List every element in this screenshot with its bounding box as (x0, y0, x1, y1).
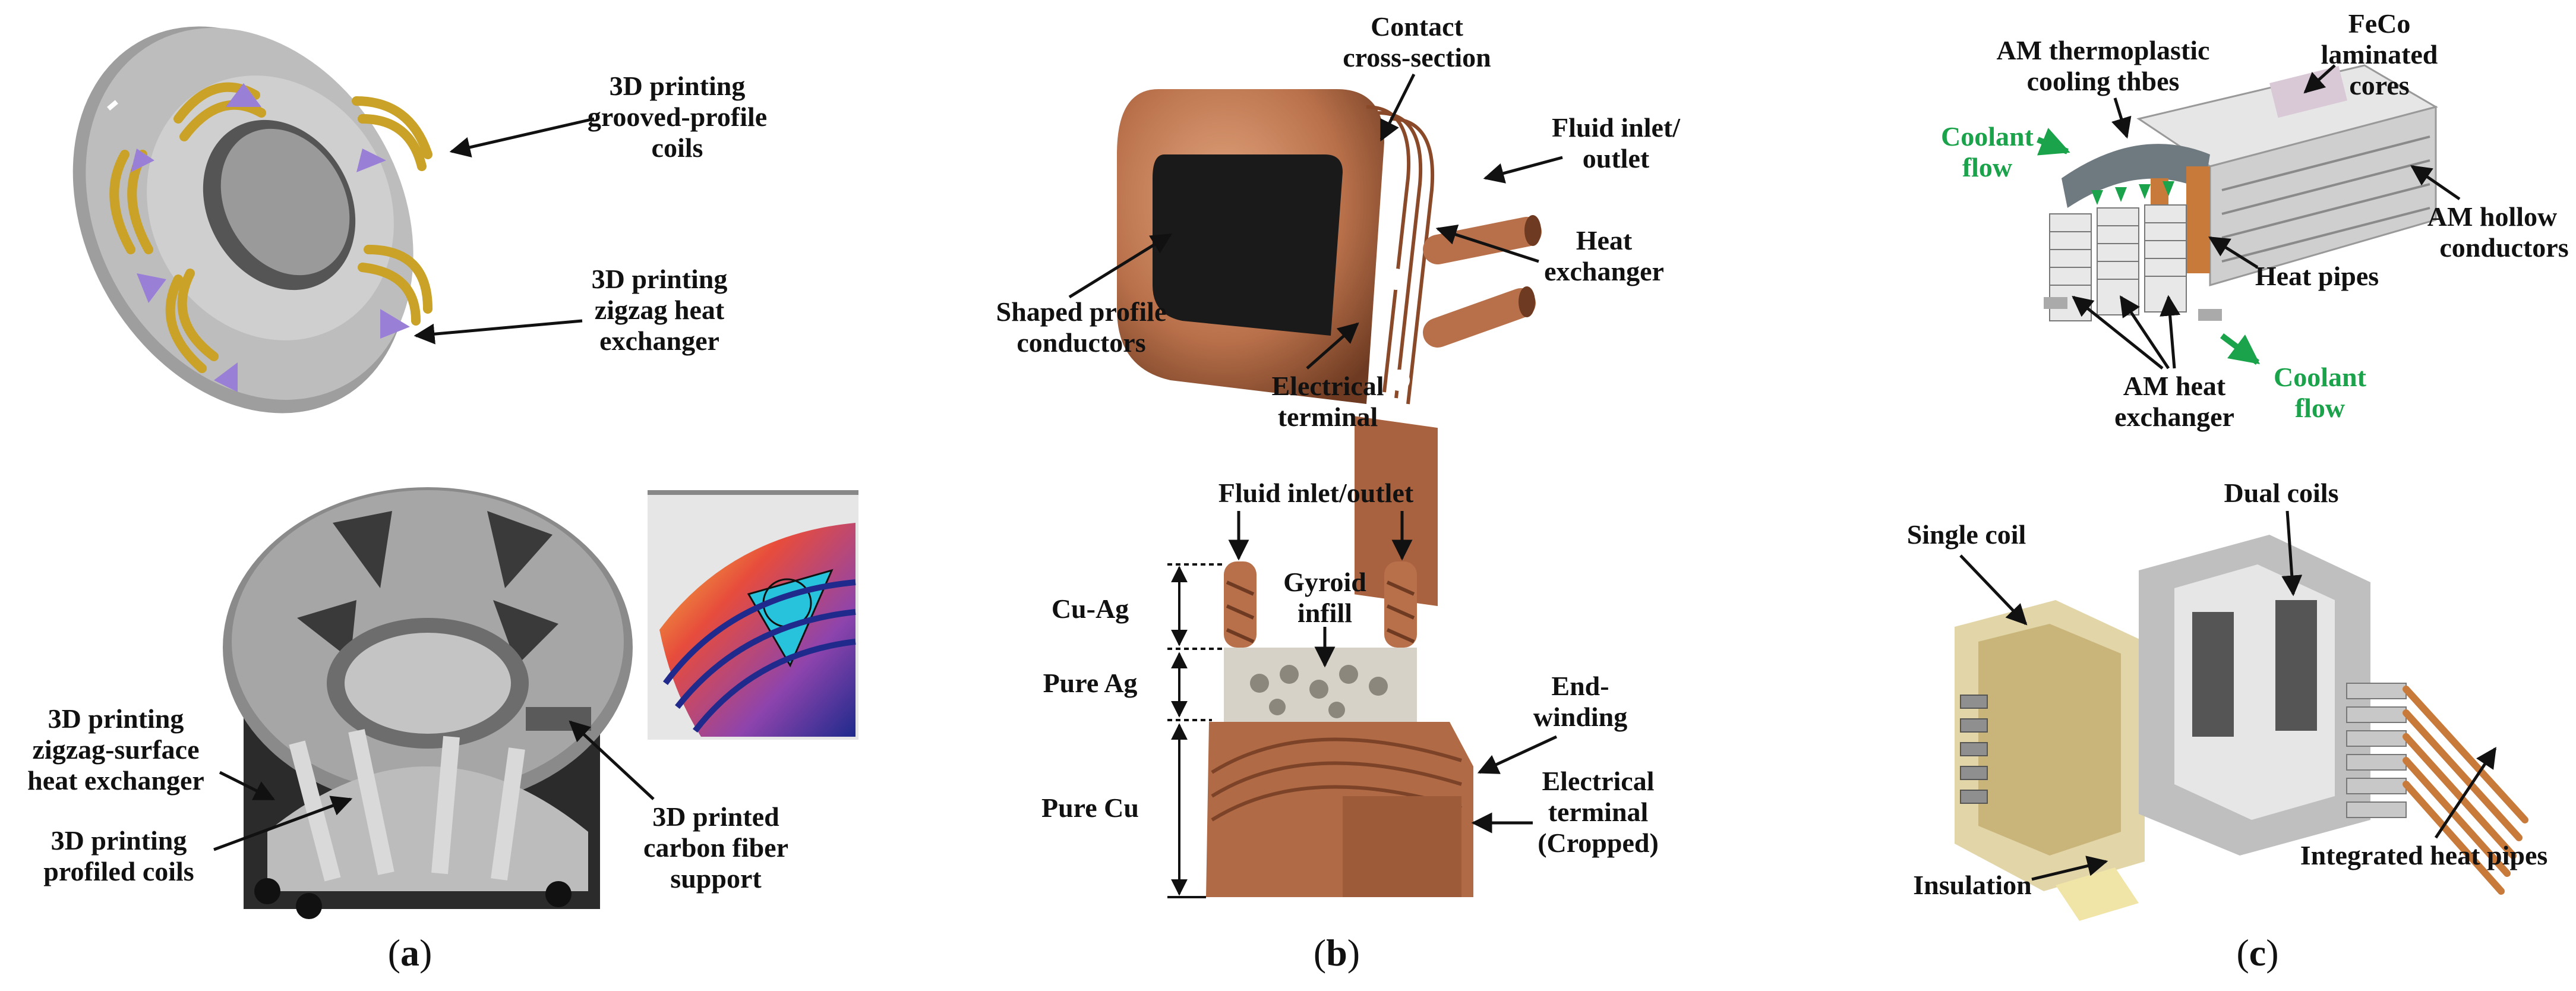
label-cuag: Cu-Ag (1052, 594, 1129, 624)
dimension-bars (1167, 563, 1224, 898)
label-carbon-1: 3D printed (652, 801, 779, 832)
arrow-amthermo (2111, 97, 2132, 139)
label-shaped-1: Shaped profile (996, 296, 1167, 327)
label-carbon-2: carbon fiber (643, 832, 788, 863)
label-amthermo-1: AM thermoplastic (1997, 35, 2210, 65)
label-zzsurf-2: zigzag-surface (33, 734, 200, 765)
arrow-coolant-out (2220, 333, 2260, 365)
label-coolant2-1: Coolant (2274, 362, 2367, 392)
label-amheat-1: AM heat (2123, 371, 2226, 401)
label-insulation: Insulation (1913, 870, 2031, 900)
label-grooved-1: 3D printing (610, 71, 746, 101)
label-fluid-1: Fluid inlet/ (1552, 112, 1681, 143)
label-dual: Dual coils (2224, 478, 2339, 508)
label-purecu: Pure Cu (1041, 793, 1139, 823)
zigzag-heat-exchanger (131, 83, 410, 392)
arrow-single (1959, 554, 2028, 626)
label-eterm-2: terminal (1548, 797, 1649, 827)
label-eterm-1: Electrical (1542, 766, 1654, 796)
arrow-endw (1477, 735, 1558, 774)
arrow-fluid (1483, 156, 1563, 184)
label-carbon-3: support (670, 863, 762, 894)
label-amheat-2: exchanger (2114, 402, 2234, 432)
panel-b: Contact cross-section Fluid inlet/ outle… (996, 11, 1681, 974)
label-feco-3: cores (2349, 70, 2409, 100)
cross-section-photo (1206, 561, 1473, 897)
caption-c: (c) (2236, 932, 2278, 974)
label-grooved-2: grooved-profile (588, 102, 767, 132)
label-integrated: Integrated heat pipes (2300, 840, 2548, 870)
panel-c: AM thermoplastic cooling thbes FeCo lami… (1907, 8, 2569, 974)
stator-render-top (72, 26, 433, 430)
label-endw-2: winding (1533, 702, 1628, 732)
label-amhollow-2: conductors (2439, 232, 2568, 263)
coils-render (1955, 535, 2528, 921)
label-fluid-2: outlet (1583, 143, 1650, 173)
arrow-coolant-in (2037, 128, 2070, 156)
panel-a: 3D printing grooved-profile coils 3D pri… (27, 26, 858, 974)
thermal-inset (648, 490, 858, 740)
copper-coil-render (1117, 89, 1542, 607)
arrow-profiled (213, 796, 353, 851)
arrow-amheat-2 (2119, 295, 2170, 370)
arrow-integrated (2434, 747, 2497, 839)
label-fluid-b: Fluid inlet/outlet (1218, 478, 1414, 508)
arrow-amheat-3 (2160, 295, 2181, 369)
label-gyroid-2: infill (1298, 598, 1352, 628)
arrow-carbon (569, 720, 655, 800)
label-zigzag-3: exchanger (599, 326, 719, 356)
label-profiled-1: 3D printing (51, 825, 187, 856)
label-contact-2: cross-section (1343, 42, 1491, 72)
arrow-contact (1379, 73, 1416, 142)
arrow-heat (1435, 225, 1539, 263)
label-heat-2: exchanger (1544, 256, 1664, 286)
label-eterm-3: (Cropped) (1538, 828, 1659, 858)
label-gyroid-1: Gyroid (1283, 567, 1366, 597)
label-elec-1: Electrical (1271, 371, 1384, 401)
label-grooved-3: coils (652, 132, 703, 163)
caption-a: (a) (388, 932, 433, 974)
arrow-insulation (2031, 856, 2108, 881)
label-zzsurf-1: 3D printing (48, 703, 184, 734)
label-zzsurf-3: heat exchanger (27, 765, 204, 796)
label-pureag: Pure Ag (1043, 668, 1138, 698)
label-zigzag-2: zigzag heat (595, 295, 725, 325)
arrow-zigzag (413, 319, 583, 345)
label-amthermo-2: cooling thbes (2027, 66, 2180, 96)
arrow-dual (2281, 510, 2303, 597)
label-feco-1: FeCo (2348, 8, 2411, 39)
arrow-zzsurf (219, 771, 276, 801)
label-elec-2: terminal (1278, 402, 1378, 432)
label-single: Single coil (1907, 519, 2026, 550)
machine-render (2044, 64, 2438, 321)
arrow-feco (2303, 64, 2336, 94)
label-endw-1: End- (1551, 671, 1609, 701)
label-coolant1-1: Coolant (1941, 121, 2034, 152)
arrow-heatpipes (2208, 236, 2259, 269)
arrow-amhollow (2410, 165, 2461, 201)
arrow-amheat-1 (2072, 295, 2164, 370)
arrow-grooved (449, 117, 595, 158)
label-coolant2-2: flow (2295, 393, 2345, 423)
label-coolant1-2: flow (1962, 152, 2012, 182)
label-amhollow-1: AM hollow (2427, 201, 2558, 232)
arrow-shaped (1068, 233, 1172, 299)
label-feco-2: laminated (2321, 39, 2438, 70)
label-profiled-2: profiled coils (43, 856, 194, 886)
arrow-elec (1306, 322, 1359, 370)
label-zigzag-1: 3D printing (592, 264, 728, 294)
label-shaped-2: conductors (1016, 327, 1145, 358)
label-heat-1: Heat (1576, 225, 1633, 255)
label-heatpipes: Heat pipes (2255, 261, 2379, 291)
label-contact-1: Contact (1371, 11, 1464, 42)
stator-photo-bottom (223, 487, 633, 919)
caption-b: (b) (1314, 932, 1360, 974)
